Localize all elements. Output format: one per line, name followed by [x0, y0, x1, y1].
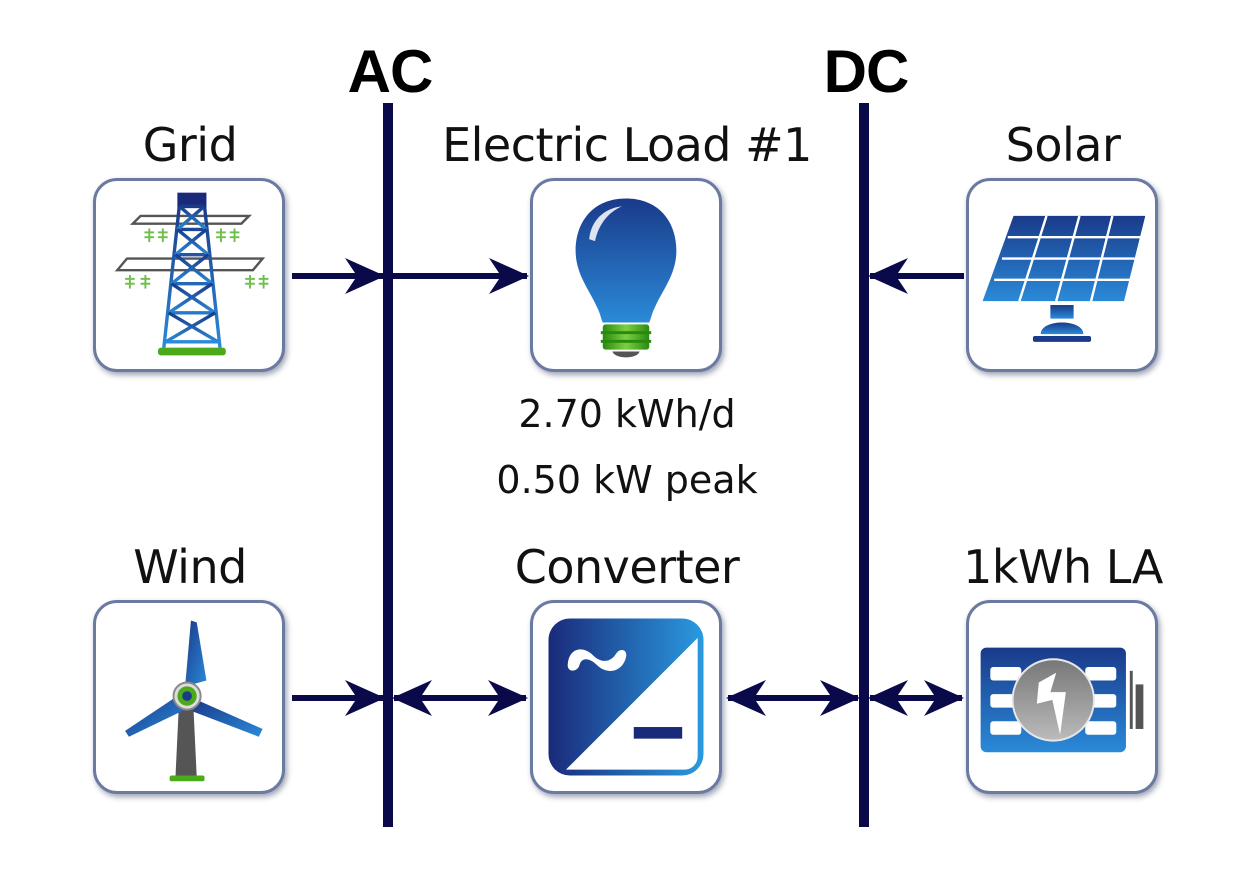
load-label: Electric Load #1	[442, 118, 812, 172]
battery-label: 1kWh LA	[963, 540, 1163, 594]
battery-component[interactable]	[966, 600, 1158, 794]
converter-label: Converter	[514, 540, 740, 594]
power-tower-icon	[114, 192, 269, 356]
dc-bus-label: DC	[823, 38, 910, 105]
solar-label: Solar	[1005, 118, 1121, 172]
wind-turbine-icon	[125, 620, 263, 782]
converter-component[interactable]	[530, 600, 722, 794]
load-peak-value: 0.50 kW peak	[496, 458, 758, 502]
grid-component[interactable]	[93, 178, 285, 372]
solar-component[interactable]	[966, 178, 1158, 372]
wind-label: Wind	[133, 540, 247, 594]
light-bulb-icon	[575, 198, 677, 358]
electric-load-component[interactable]	[530, 178, 722, 372]
load-energy-value: 2.70 kWh/d	[518, 392, 736, 436]
solar-panel-icon	[982, 215, 1146, 342]
inverter-icon	[548, 618, 704, 776]
grid-label: Grid	[142, 118, 238, 172]
ac-bus-label: AC	[347, 38, 434, 105]
wind-component[interactable]	[93, 600, 285, 794]
battery-icon	[980, 647, 1144, 753]
